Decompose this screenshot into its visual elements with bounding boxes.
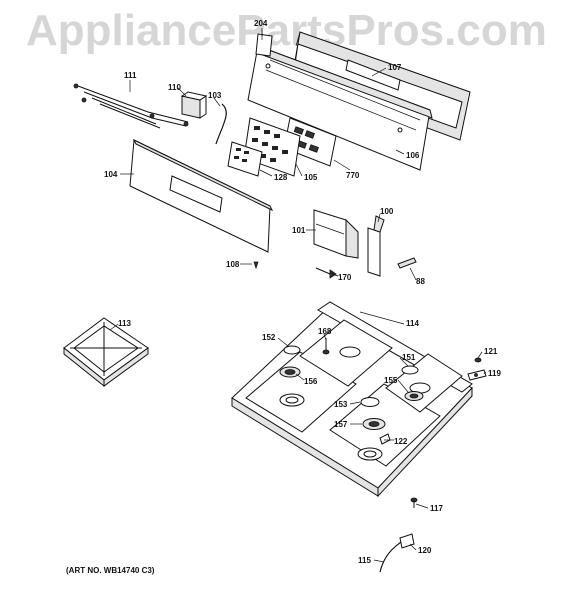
label-108: 108 [226, 260, 240, 269]
part-104-control-panel [129, 138, 274, 253]
leader-lines [109, 28, 487, 563]
part-156-burner-head [279, 366, 301, 378]
label-110: 110 [168, 83, 181, 92]
label-122: 122 [394, 437, 408, 446]
part-152-burner-cap [283, 345, 301, 355]
label-103: 103 [208, 91, 222, 100]
label-104: 104 [104, 170, 118, 179]
label-151: 151 [402, 353, 416, 362]
label-105: 105 [304, 173, 318, 182]
label-128: 128 [274, 173, 288, 182]
label-153: 153 [334, 400, 348, 409]
label-111: 111 [124, 71, 137, 80]
label-170: 170 [338, 273, 352, 282]
part-168-orifice [322, 338, 330, 355]
part-103-wire [215, 103, 227, 145]
label-770: 770 [346, 171, 360, 180]
part-100-bracket [367, 215, 385, 277]
label-106: 106 [406, 151, 420, 160]
label-119: 119 [488, 369, 501, 378]
label-114: 114 [406, 319, 419, 328]
label-121: 121 [484, 347, 498, 356]
label-157: 157 [334, 420, 348, 429]
label-107: 107 [388, 63, 402, 72]
label-204: 204 [254, 19, 268, 28]
label-155: 155 [384, 376, 398, 385]
label-168: 168 [318, 327, 332, 336]
part-204-bracket [255, 30, 273, 57]
label-115: 115 [358, 556, 371, 565]
watermark-text: AppliancePartsPros.com [26, 6, 547, 55]
part-114-cooktop [231, 301, 473, 498]
label-113: 113 [118, 319, 131, 328]
label-88: 88 [416, 277, 425, 286]
part-119-bracket [467, 369, 487, 381]
label-152: 152 [262, 333, 276, 342]
part-153-burner-cap [360, 397, 380, 407]
part-115-tube [379, 539, 405, 573]
part-number-labels: 204 107 111 110 103 106 770 128 105 104 … [104, 19, 501, 565]
part-170-screw [315, 267, 337, 279]
part-111-wire-harness [73, 83, 189, 129]
part-101-bracket [313, 209, 359, 259]
art-number-caption: (ART NO. WB14740 C3) [66, 566, 155, 575]
part-157-burner-head [362, 418, 386, 430]
label-117: 117 [430, 504, 443, 513]
label-120: 120 [418, 546, 432, 555]
part-110-switch [180, 91, 208, 119]
label-100: 100 [380, 207, 394, 216]
part-155-burner-head [404, 391, 424, 401]
label-156: 156 [304, 377, 318, 386]
part-121-screw [474, 357, 482, 363]
part-128-overlay [227, 141, 263, 177]
label-101: 101 [292, 226, 306, 235]
part-88-clip [397, 257, 417, 269]
part-113-burner-grate [63, 317, 149, 388]
part-151-burner-cap [401, 365, 419, 375]
part-117-screw [410, 497, 418, 508]
part-108-screw [253, 261, 259, 270]
